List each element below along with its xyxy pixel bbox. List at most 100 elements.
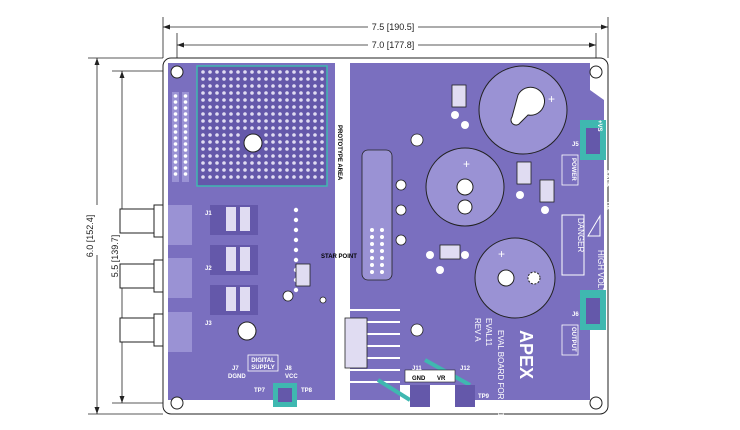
proto-pad [306, 140, 310, 144]
proto-pad [264, 161, 268, 165]
proto-pad [264, 126, 268, 130]
proto-pad [299, 77, 303, 81]
proto-pad [299, 140, 303, 144]
tp9-label: TP9 [478, 394, 490, 400]
proto-pad [320, 140, 324, 144]
j2-label: J2 [205, 266, 212, 272]
proto-pad [292, 126, 296, 130]
proto-pad [229, 98, 233, 102]
header-pin [183, 130, 188, 134]
proto-pad [320, 175, 324, 179]
header-pin [183, 124, 188, 128]
proto-pad [257, 161, 261, 165]
proto-pad [320, 98, 324, 102]
proto-pad [257, 84, 261, 88]
proto-pad [208, 168, 212, 172]
proto-pad [257, 175, 261, 179]
mounting-hole-inner [237, 321, 257, 341]
proto-pad [250, 175, 254, 179]
input-channel-3 [168, 285, 258, 352]
via [293, 237, 299, 243]
diode-cluster-top [439, 84, 555, 260]
header-pin [173, 172, 178, 176]
header-pin [183, 100, 188, 104]
high-voltage-label: HIGH VOLTAGE [596, 250, 605, 309]
proto-pad [320, 133, 324, 137]
proto-pad [222, 154, 226, 158]
proto-pad [278, 98, 282, 102]
cap-polarity: + [498, 247, 505, 261]
proto-pad [320, 119, 324, 123]
tp9-pad [455, 385, 475, 407]
proto-pad [222, 133, 226, 137]
proto-pad [271, 112, 275, 116]
proto-pad [285, 161, 289, 165]
proto-pad [320, 91, 324, 95]
proto-pad [257, 119, 261, 123]
header-pin [183, 172, 188, 176]
proto-pad [271, 175, 275, 179]
proto-pad [313, 77, 317, 81]
proto-pad [208, 119, 212, 123]
prototype-pads [201, 70, 324, 179]
proto-pad [271, 168, 275, 172]
proto-pad [229, 126, 233, 130]
proto-pad [222, 147, 226, 151]
bnc-connectors [119, 204, 169, 347]
j11-label: J11 [412, 366, 422, 372]
header-pin [173, 130, 178, 134]
proto-pad [285, 140, 289, 144]
height-inner-label: 5.5 [139.7] [110, 235, 120, 278]
header-pin [183, 166, 188, 170]
proto-pad [229, 119, 233, 123]
proto-pad [271, 161, 275, 165]
header-pin [173, 100, 178, 104]
proto-pad [299, 84, 303, 88]
proto-pad [236, 133, 240, 137]
height-outer-label: 6.0 [152.4] [85, 215, 95, 258]
proto-pad [292, 154, 296, 158]
proto-pad [285, 105, 289, 109]
proto-pad [292, 77, 296, 81]
proto-pad [313, 112, 317, 116]
proto-pad [208, 126, 212, 130]
j12-label: J12 [460, 366, 471, 372]
eval11-label: EVAL11 [484, 318, 493, 347]
proto-pad [222, 168, 226, 172]
proto-pad [271, 119, 275, 123]
proto-pad [236, 84, 240, 88]
proto-pad [201, 105, 205, 109]
proto-pad [299, 119, 303, 123]
proto-pad [229, 91, 233, 95]
proto-pad [271, 91, 275, 95]
proto-pad [250, 84, 254, 88]
j8-label: J8 [285, 366, 292, 372]
proto-pad [285, 112, 289, 116]
output-terminal-pad [586, 298, 600, 324]
proto-pad [278, 133, 282, 137]
proto-pad [313, 70, 317, 74]
proto-pad [278, 91, 282, 95]
proto-pad [208, 133, 212, 137]
proto-pad [292, 168, 296, 172]
via [380, 270, 384, 274]
proto-pad [306, 98, 310, 102]
proto-pad [299, 98, 303, 102]
proto-pad [243, 154, 247, 158]
header-pin [173, 118, 178, 122]
proto-pad [250, 70, 254, 74]
proto-pad [243, 168, 247, 172]
proto-pad [306, 91, 310, 95]
proto-pad [222, 161, 226, 165]
proto-pad [313, 126, 317, 130]
proto-pad [208, 91, 212, 95]
proto-pad [264, 175, 268, 179]
proto-pad [264, 98, 268, 102]
proto-pad [313, 154, 317, 158]
proto-pad [292, 98, 296, 102]
proto-pad [306, 77, 310, 81]
proto-pad [285, 84, 289, 88]
proto-pad [306, 84, 310, 88]
component-pad [426, 251, 434, 259]
proto-pad [215, 105, 219, 109]
